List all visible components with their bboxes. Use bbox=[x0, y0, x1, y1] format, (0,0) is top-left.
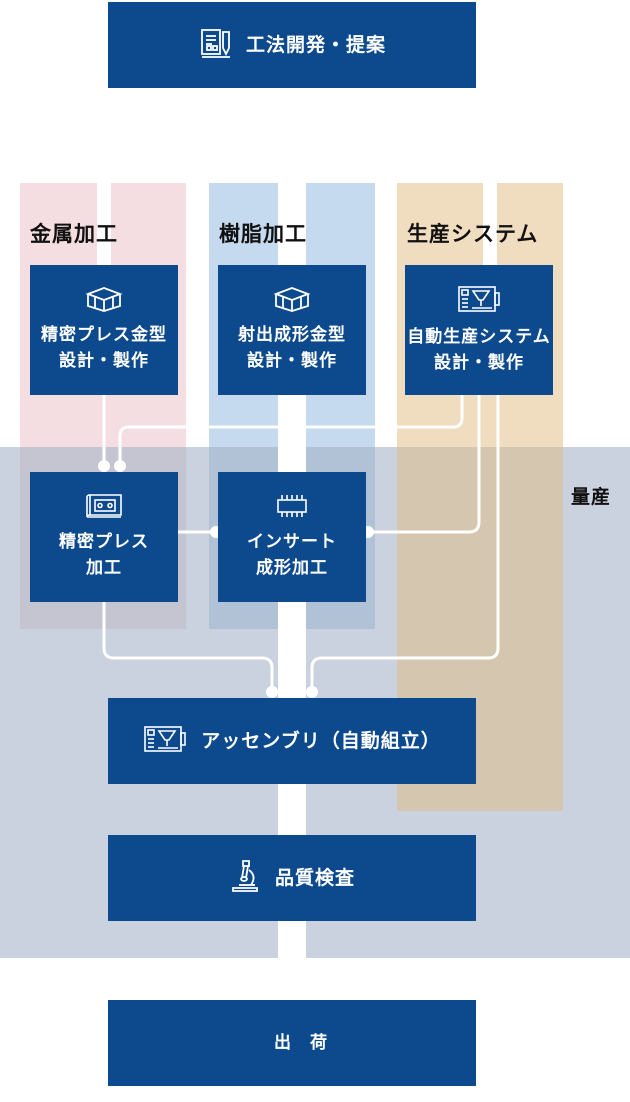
mold-icon bbox=[272, 286, 312, 316]
auto-system-box: 自動生産システム 設計・製作 bbox=[405, 265, 553, 395]
quality-inspection-box: 品質検査 bbox=[108, 835, 476, 921]
zone-label-metal: 金属加工 bbox=[30, 222, 118, 246]
assembly-box: アッセンブリ（自動組立） bbox=[108, 698, 476, 784]
method-proposal-box: 工法開発・提案 bbox=[108, 2, 476, 88]
zone-label-mass-production: 量産 bbox=[571, 486, 612, 508]
top-branch-loop bbox=[97, 143, 497, 265]
method-proposal-label: 工法開発・提案 bbox=[245, 34, 386, 56]
press-work-line1: 精密プレス bbox=[59, 532, 149, 552]
shipping-box: 出 荷 bbox=[108, 1000, 476, 1086]
junction-dot bbox=[98, 460, 110, 472]
insert-molding-box: インサート 成形加工 bbox=[218, 472, 366, 602]
press-work-box: 精密プレス 加工 bbox=[30, 472, 178, 602]
auto-system-line1: 自動生産システム bbox=[407, 327, 551, 347]
blueprint-icon bbox=[84, 493, 124, 523]
insert-molding-line1: インサート bbox=[247, 532, 337, 552]
auto-system-line2: 設計・製作 bbox=[434, 353, 524, 373]
injection-die-line2: 設計・製作 bbox=[247, 351, 337, 371]
press-die-box: 精密プレス金型 設計・製作 bbox=[30, 265, 178, 395]
junction-dot bbox=[266, 686, 278, 698]
press-die-line2: 設計・製作 bbox=[59, 351, 149, 371]
junction-dot bbox=[306, 686, 318, 698]
injection-die-box: 射出成形金型 設計・製作 bbox=[218, 265, 366, 395]
shipping-label: 出 荷 bbox=[274, 1033, 328, 1053]
machine-icon bbox=[143, 724, 187, 758]
junction-dot bbox=[286, 686, 298, 698]
injection-die-line1: 射出成形金型 bbox=[238, 325, 346, 345]
zone-label-production: 生産システム bbox=[407, 222, 539, 246]
press-work-line2: 加工 bbox=[86, 558, 122, 578]
zone-label-resin: 樹脂加工 bbox=[219, 222, 307, 246]
assembly-label: アッセンブリ（自動組立） bbox=[201, 730, 441, 752]
document-compass-icon bbox=[198, 26, 232, 64]
insert-molding-line2: 成形加工 bbox=[256, 558, 328, 578]
press-die-line1: 精密プレス金型 bbox=[41, 325, 167, 345]
microscope-icon bbox=[229, 858, 261, 898]
machine-icon bbox=[457, 284, 501, 318]
quality-inspection-label: 品質検査 bbox=[274, 867, 355, 889]
chip-icon bbox=[272, 493, 312, 523]
junction-dot bbox=[114, 460, 126, 472]
mold-icon bbox=[84, 286, 124, 316]
